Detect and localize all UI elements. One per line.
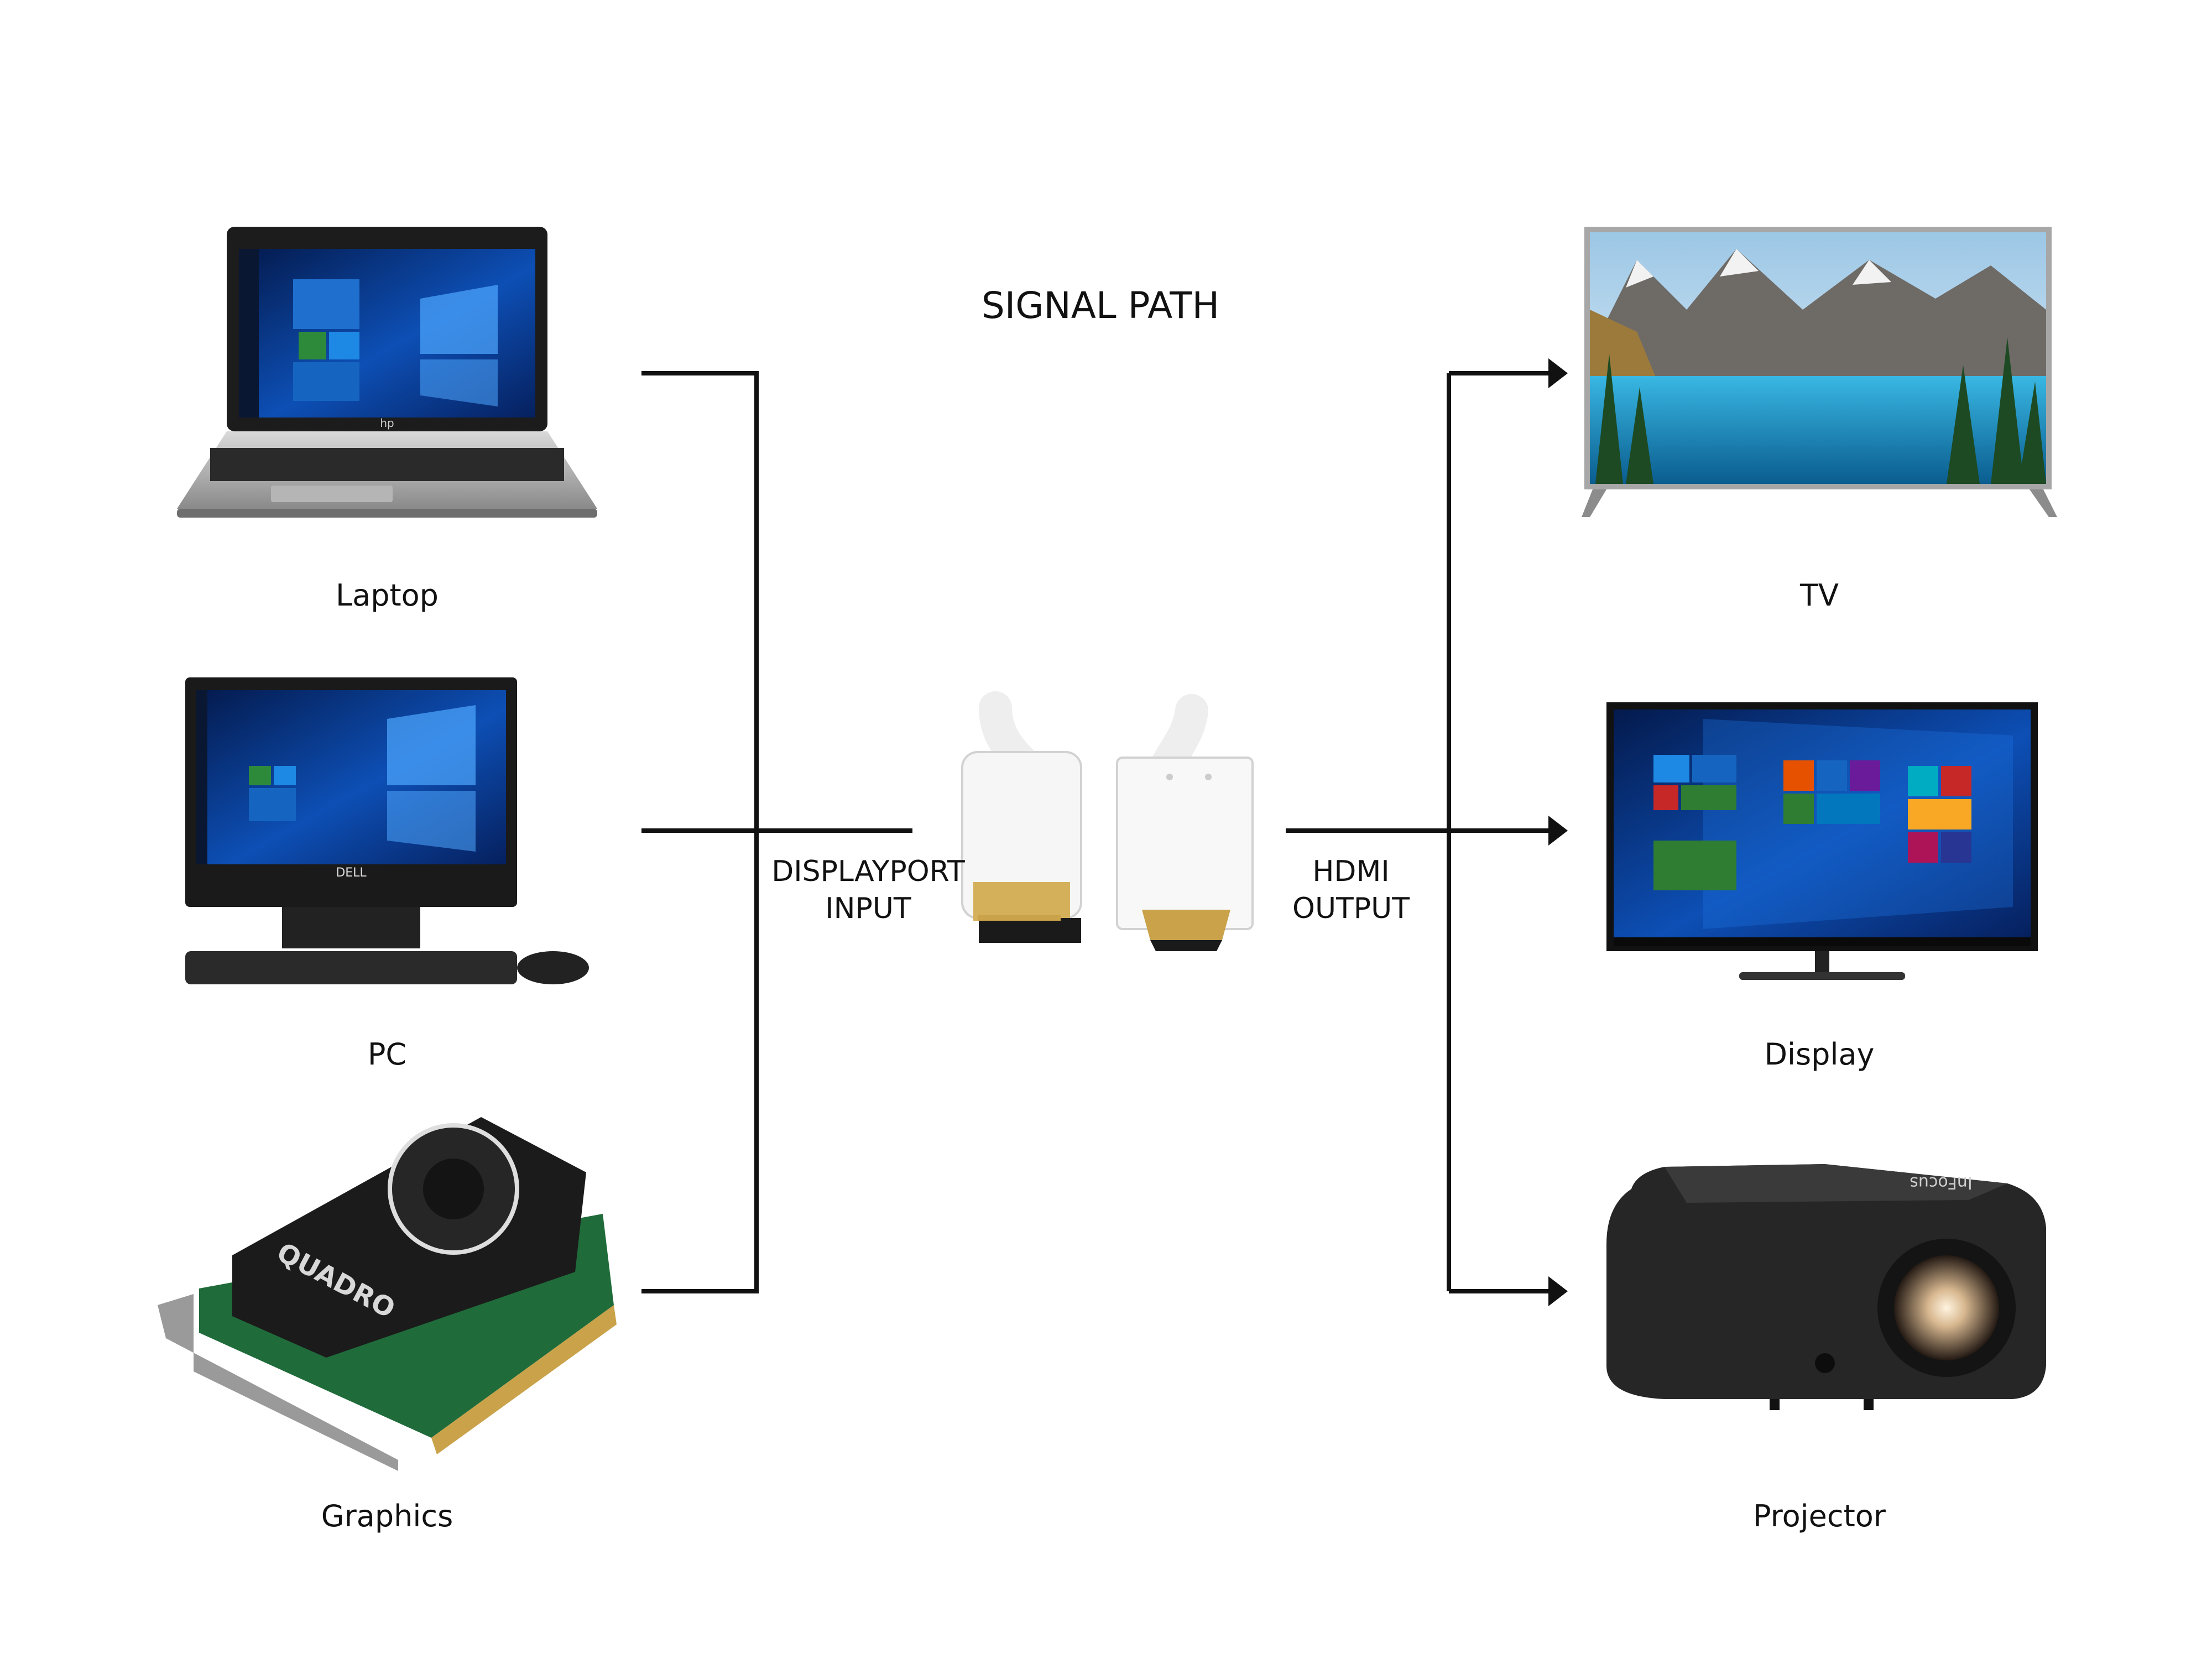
displayport-connector xyxy=(961,691,1082,943)
projector-brand: InFocus xyxy=(1910,1173,1973,1192)
pc-label: PC xyxy=(368,1037,406,1072)
diagram-title: SIGNAL PATH xyxy=(982,284,1219,327)
arrow-head-display xyxy=(1548,816,1568,846)
laptop-brand: hp xyxy=(380,416,394,430)
output-bus-lines xyxy=(1286,373,1451,1291)
tile-group-1 xyxy=(1653,755,1736,890)
projector-label: Projector xyxy=(1753,1499,1886,1533)
graphics-label: Graphics xyxy=(321,1499,453,1533)
arrow-head-tv xyxy=(1548,358,1568,388)
display-label: Display xyxy=(1764,1037,1874,1072)
monitor-brand: DELL xyxy=(336,866,367,880)
display-image xyxy=(1606,702,2038,980)
projector-image xyxy=(1606,1164,2046,1410)
output-arrow-heads xyxy=(1548,358,1568,1306)
hdmi-connector xyxy=(1116,694,1254,951)
tv-image xyxy=(1582,227,2057,517)
hdmi-output-label-line2: OUTPUT xyxy=(1292,892,1410,925)
tile-group-3 xyxy=(1908,766,1971,863)
laptop-label: Laptop xyxy=(336,578,439,613)
tv-label: TV xyxy=(1799,578,1839,613)
graphics-card-image xyxy=(158,1117,617,1471)
pc-image xyxy=(185,677,589,984)
displayport-input-label-line2: INPUT xyxy=(825,892,911,925)
laptop-image xyxy=(177,227,597,518)
arrow-head-projector xyxy=(1548,1276,1568,1306)
tile-group-2 xyxy=(1783,760,1880,824)
input-bus-lines xyxy=(641,371,912,1293)
output-arrows xyxy=(1449,371,1551,1293)
hdmi-output-label-line1: HDMI xyxy=(1312,855,1389,888)
displayport-input-label-line1: DISPLAYPORT xyxy=(771,855,965,888)
